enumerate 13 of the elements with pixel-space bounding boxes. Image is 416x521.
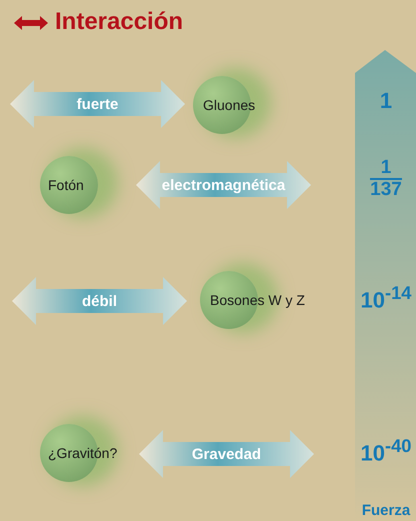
particle-sphere: Fotón bbox=[40, 156, 100, 214]
double-arrow-shape: fuerte bbox=[10, 80, 185, 128]
scale-value: 1 bbox=[378, 88, 394, 114]
axis-label: Fuerza bbox=[360, 502, 412, 519]
scale-value: 10$^{-40}$ bbox=[360, 435, 412, 466]
double-arrow-shape: Gravedad bbox=[139, 430, 314, 478]
scale-value: 10$^{-14}$ bbox=[360, 282, 412, 314]
double-arrow-shape: débil bbox=[12, 277, 187, 325]
fraction-denominator: 137 bbox=[370, 178, 402, 200]
double-arrow-shape: electromagnética bbox=[136, 161, 311, 209]
fraction-numerator: 1 bbox=[380, 158, 392, 178]
title: Interacción bbox=[55, 8, 184, 36]
particle-sphere: Bosones W y Z bbox=[200, 271, 318, 329]
